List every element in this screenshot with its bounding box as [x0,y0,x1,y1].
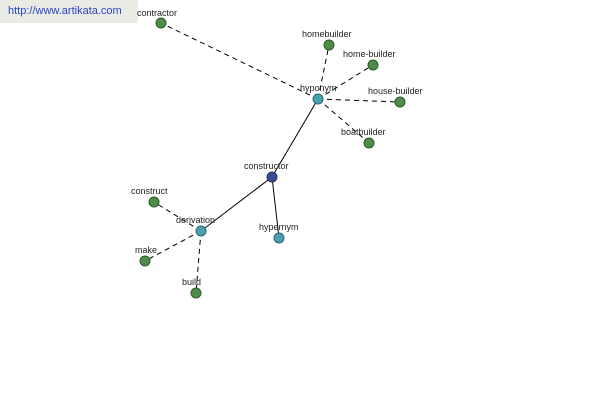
label-house-builder: house-builder [368,86,423,96]
node-homebuilder[interactable] [323,39,335,51]
node-hyponym[interactable] [312,93,324,105]
edge-constructor-hypernym [271,176,280,239]
edge-constructor-hyponym [271,98,319,178]
edge-constructor-derivation [200,176,273,232]
artikata-link[interactable]: http://www.artikata.com [0,0,138,23]
edge-hyponym-homebuilder [317,44,330,100]
label-constructor: constructor [244,161,289,171]
graph-labels: contractor homebuilder home-builder hous… [131,8,423,287]
label-construct: construct [131,186,168,196]
node-house-builder[interactable] [394,96,406,108]
node-home-builder[interactable] [367,59,379,71]
node-contractor[interactable] [155,17,167,29]
graph-nodes [139,17,406,299]
edge-derivation-build [195,230,202,294]
edge-derivation-construct [153,201,202,232]
label-build: build [182,277,201,287]
edge-derivation-make [144,230,202,262]
edge-hyponym-house-builder [317,98,401,103]
node-derivation[interactable] [195,225,207,237]
label-derivation: derivation [176,215,215,225]
node-constructor[interactable] [266,171,278,183]
node-construct[interactable] [148,196,160,208]
label-make: make [135,245,157,255]
graph-edges [144,22,401,294]
node-build[interactable] [190,287,202,299]
node-hypernym[interactable] [273,232,285,244]
edge-hyponym-home-builder [317,64,374,100]
label-contractor: contractor [137,8,177,18]
label-home-builder: home-builder [343,49,396,59]
node-boatbuilder[interactable] [363,137,375,149]
node-make[interactable] [139,255,151,267]
edge-hyponym-boatbuilder [317,98,370,144]
label-homebuilder: homebuilder [302,29,352,39]
edge-hyponym-contractor [160,22,319,100]
label-hyponym: hyponym [300,83,337,93]
label-hypernym: hypernym [259,222,299,232]
label-boatbuilder: boatbuilder [341,127,386,137]
